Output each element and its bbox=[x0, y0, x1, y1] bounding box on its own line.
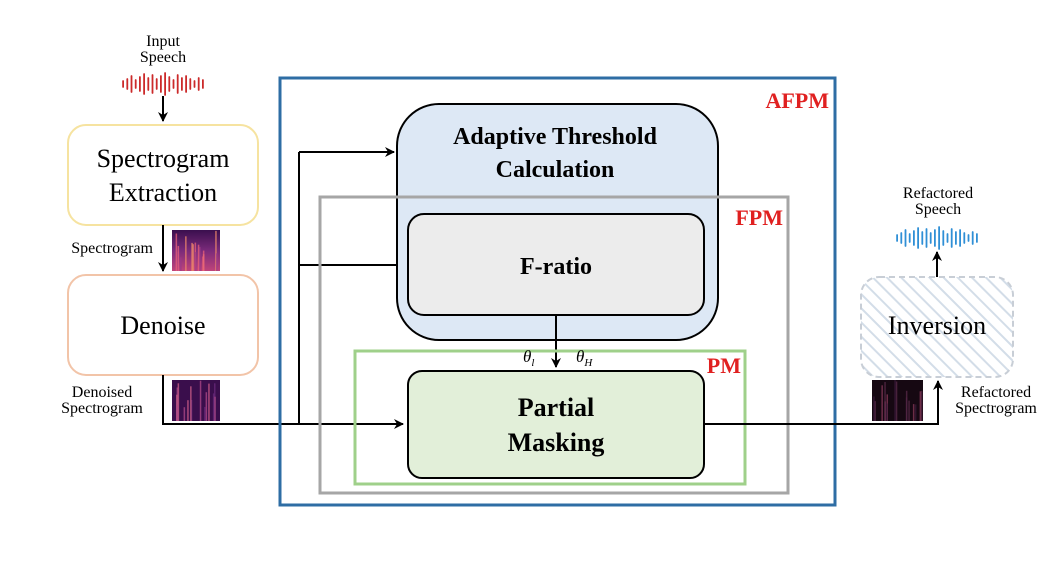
f-ratio-label: F-ratio bbox=[520, 254, 592, 280]
pm-frame bbox=[353, 349, 747, 486]
spectrogram-stripe bbox=[214, 396, 216, 421]
fpm-frame bbox=[318, 195, 790, 495]
spectrogram-stripe bbox=[886, 403, 888, 421]
afpm-label: AFPM bbox=[765, 88, 829, 113]
spectrogram-label: Spectrogram bbox=[71, 240, 153, 257]
spectrogram-stripe bbox=[874, 401, 876, 421]
refactored-spectrogram-thumbnail bbox=[872, 380, 923, 421]
spectrogram-extraction-line2: Extraction bbox=[109, 178, 217, 207]
inversion-box bbox=[860, 276, 1014, 378]
refactored-speech-line2: Speech bbox=[915, 201, 961, 218]
inversion-label: Inversion bbox=[888, 311, 986, 340]
spectrogram-stripe bbox=[895, 381, 898, 421]
spectrogram-thumbnail bbox=[172, 230, 220, 271]
spectrogram-stripe bbox=[216, 253, 218, 271]
pm-label: PM bbox=[707, 353, 741, 378]
refactored-speech-line1: Refactored bbox=[903, 185, 973, 202]
spectrogram-stripe bbox=[183, 407, 186, 421]
spectrogram-stripe bbox=[881, 385, 883, 421]
spectrogram-stripe bbox=[205, 392, 208, 421]
adaptive-threshold-line1: Adaptive Threshold bbox=[453, 124, 657, 150]
partial-masking-to-inversion-arrow bbox=[704, 380, 943, 425]
input-waveform-icon bbox=[122, 72, 204, 96]
spectrogram-stripe bbox=[873, 396, 875, 421]
refactored-spectrogram-line1: Refactored bbox=[961, 384, 1031, 401]
input-label-line1: Input bbox=[146, 33, 180, 50]
denoised-label-line1: Denoised bbox=[72, 384, 132, 401]
spectrogram-stripe bbox=[919, 391, 922, 421]
spectrogram-stripe bbox=[185, 236, 187, 271]
spectrogram-stripe bbox=[190, 386, 192, 421]
denoised-spectrogram-thumbnail bbox=[172, 380, 220, 421]
theta-low-label: θl bbox=[523, 347, 534, 369]
partial-masking-box bbox=[407, 370, 705, 479]
spectrogram-stripe bbox=[212, 393, 215, 421]
spectrogram-stripe bbox=[914, 404, 917, 421]
spectrogram-stripe bbox=[920, 390, 923, 421]
partial-masking-line1: Partial bbox=[518, 393, 595, 422]
spectrogram-stripe bbox=[177, 246, 180, 271]
adaptive-threshold-line2: Calculation bbox=[496, 157, 615, 183]
spectrogram-stripe bbox=[175, 233, 178, 271]
spectrogram-stripe bbox=[194, 252, 197, 271]
spectrogram-stripe bbox=[197, 244, 200, 271]
denoise-label: Denoise bbox=[120, 311, 205, 340]
spectrogram-stripe bbox=[187, 400, 189, 421]
spectrogram-stripe bbox=[199, 246, 201, 271]
spectrogram-stripe bbox=[191, 242, 193, 271]
spectrogram-stripe bbox=[905, 390, 908, 421]
spectrogram-stripe bbox=[208, 383, 210, 421]
spectrogram-stripe bbox=[199, 380, 202, 421]
theta-high-label: θH bbox=[576, 347, 593, 369]
spectrogram-stripe bbox=[894, 380, 896, 421]
spectrogram-stripe bbox=[204, 406, 206, 421]
denoised-label-line2: Spectrogram bbox=[61, 400, 143, 417]
spectrogram-stripe bbox=[192, 244, 194, 271]
spectrogram-stripe bbox=[177, 383, 180, 421]
spectrogram-stripe bbox=[908, 400, 910, 421]
spectrogram-stripe bbox=[176, 406, 179, 421]
partial-masking-line2: Masking bbox=[508, 428, 605, 457]
fpm-label: FPM bbox=[735, 205, 783, 230]
spectrogram-extraction-line1: Spectrogram bbox=[97, 144, 230, 173]
spectrogram-stripe bbox=[215, 230, 217, 271]
spectrogram-extraction-box bbox=[67, 124, 259, 226]
refactored-spectrogram-line2: Spectrogram bbox=[955, 400, 1037, 417]
output-waveform-icon bbox=[896, 226, 978, 250]
spectrogram-stripe bbox=[912, 404, 915, 421]
spectrogram-stripe bbox=[180, 257, 182, 271]
denoise-to-partial-masking-arrow bbox=[162, 375, 404, 429]
afpm-frame bbox=[278, 76, 837, 507]
spectrogram-stripe bbox=[202, 250, 205, 271]
spectrogram-stripe bbox=[884, 382, 886, 421]
input-label-line2: Speech bbox=[140, 49, 186, 66]
